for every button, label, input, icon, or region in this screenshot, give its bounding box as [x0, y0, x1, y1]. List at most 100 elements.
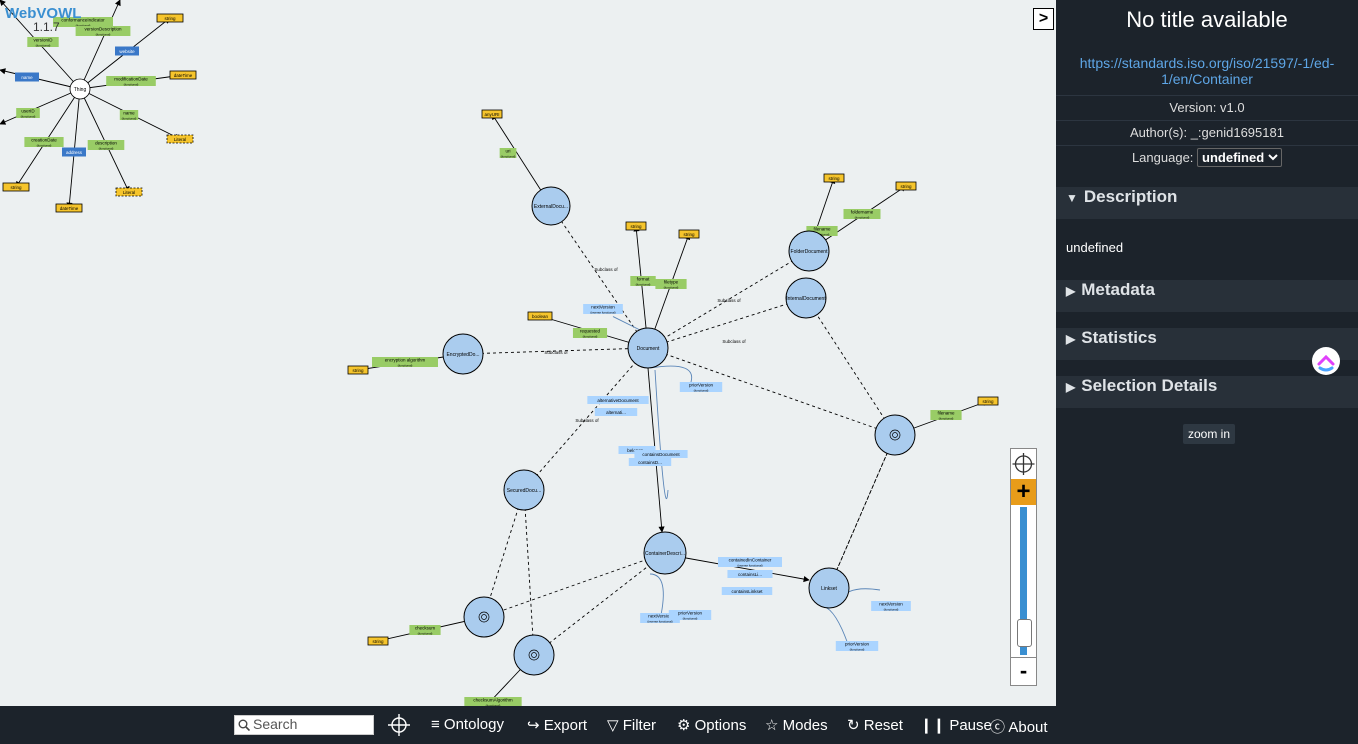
menu-options[interactable]: ⚙ Options [677, 716, 746, 734]
class-node-Anon3[interactable] [513, 634, 555, 676]
thing-datatype-5[interactable]: dateTime [55, 203, 83, 213]
section-statistics-header[interactable]: ▶Statistics [1056, 328, 1358, 360]
data-property-8[interactable]: checksum(functional) [409, 625, 441, 636]
language-select[interactable]: undefined [1197, 148, 1283, 167]
menu-filter[interactable]: ▽ Filter [607, 716, 656, 734]
class-node-Document[interactable]: Document [627, 327, 669, 369]
ontology-graph[interactable]: conformanceIndicator(functional)versionD… [0, 0, 1056, 706]
thing-datatype-4[interactable]: string [2, 182, 30, 192]
thing-property-2[interactable]: versionID(functional) [27, 37, 59, 48]
data-property-2[interactable]: filetype(functional) [655, 279, 687, 290]
datatype-5[interactable]: boolean [527, 311, 553, 321]
zoom-slider-track[interactable] [1020, 507, 1027, 655]
menu-export[interactable]: ↪ Export [527, 716, 587, 734]
object-property-2[interactable]: alternati... [594, 408, 638, 416]
data-property-5[interactable]: requested(functional) [572, 328, 608, 339]
thing-datatype-0[interactable]: dateTime [169, 70, 197, 80]
object-property-7[interactable]: containedInContainer(inverse functional) [718, 557, 782, 568]
class-node-InternalDocument[interactable]: InternalDocument [785, 277, 827, 319]
thing-property-4[interactable]: name [15, 72, 39, 82]
datatype-3[interactable]: string [823, 173, 845, 183]
data-property-1[interactable]: format(functional) [630, 276, 656, 287]
subclass-edge [462, 347, 649, 355]
object-property-8[interactable]: containsLi... [727, 570, 773, 578]
subclass-label-1: Subclass of [717, 298, 741, 303]
thing-datatype-0-box [169, 70, 197, 80]
datatype-0-box [481, 109, 503, 119]
section-description-header[interactable]: ▼Description [1056, 187, 1358, 219]
graph-canvas[interactable]: conformanceIndicator(functional)versionD… [0, 0, 1056, 706]
zoom-slider-handle[interactable] [1017, 619, 1032, 648]
thing-property-8[interactable]: creationDate(functional) [24, 137, 64, 148]
datatype-1[interactable]: string [625, 221, 647, 231]
thing-datatype-1[interactable]: string [156, 13, 184, 23]
class-node-FolderDocument[interactable]: FolderDocument [788, 230, 830, 272]
datatype-6[interactable]: string [347, 365, 369, 375]
object-property-5-box [628, 458, 672, 466]
menu-ontology[interactable]: ≡ Ontology [431, 716, 504, 733]
datatype-4[interactable]: string [895, 181, 917, 191]
menu-reset[interactable]: ↻ Reset [847, 716, 903, 734]
object-property-6[interactable]: priorVersion(functional) [679, 382, 723, 393]
thing-property-0[interactable]: conformanceIndicator(functional) [53, 17, 113, 28]
class-node-SecuredDocument[interactable]: SecuredDocu... [503, 469, 545, 511]
zoom-out-button[interactable]: - [1011, 657, 1036, 686]
datatype-7[interactable]: string [977, 396, 999, 406]
data-property-0[interactable]: uri(functional) [499, 148, 517, 159]
object-property-5[interactable]: containsD... [628, 458, 672, 466]
object-property-9[interactable]: containsLinkset [721, 587, 773, 595]
ontology-authors: Author(s): _:genid1695181 [1056, 120, 1358, 145]
datatype-8[interactable]: string [367, 636, 389, 646]
sidebar-toggle-button[interactable]: > [1033, 8, 1054, 30]
class-node-ExternalDocument[interactable]: ExternalDocu... [531, 186, 571, 226]
data-property-9[interactable]: checksumAlgorithm(functional) [464, 697, 522, 706]
class-node-Anon1[interactable] [874, 414, 916, 456]
thing-property-0-box [53, 17, 113, 27]
object-property-6-label: priorVersion [689, 383, 714, 388]
menu-modes[interactable]: ☆ Modes [765, 716, 828, 734]
clickup-extension-icon[interactable] [1312, 347, 1340, 375]
search-input[interactable]: Search [234, 715, 374, 735]
class-node-EncryptedDocument[interactable]: EncryptedDo... [442, 333, 484, 375]
object-property-0[interactable]: nextVersion(inverse functional) [583, 304, 623, 315]
zoom-in-button[interactable]: + [1011, 479, 1036, 505]
thing-datatype-3[interactable]: Literal [115, 187, 143, 197]
data-property-3[interactable]: filename(functional) [806, 226, 838, 237]
object-property-10[interactable]: nextVersion(functional) [871, 601, 911, 612]
data-property-6[interactable]: encryption algorithm(functional) [372, 357, 438, 368]
datatype-2[interactable]: string [678, 229, 700, 239]
object-property-13[interactable]: priorVersion(functional) [668, 610, 712, 621]
restriction-edge [483, 552, 666, 618]
object-property-4[interactable]: containsDocument [634, 450, 688, 458]
subclass-edge [647, 297, 807, 349]
thing-node[interactable]: Thing [69, 78, 91, 100]
thing-property-1[interactable]: versionDescription(functional) [75, 26, 131, 37]
thing-property-10[interactable]: address [62, 147, 86, 157]
ontology-iri-link[interactable]: https://standards.iso.org/iso/21597/-1/e… [1079, 55, 1335, 87]
data-property-8-label: (functional) [418, 632, 433, 636]
menu-about[interactable]: ⓒ About [990, 716, 1048, 737]
thing-property-3[interactable]: website [115, 46, 139, 56]
center-graph-button[interactable] [1011, 451, 1036, 477]
data-property-4-box [843, 209, 881, 219]
datatype-0[interactable]: anyURI [481, 109, 503, 119]
object-property-11[interactable]: priorVersion(functional) [835, 641, 879, 652]
object-property-1[interactable]: alternativeDocument [587, 396, 649, 404]
data-property-4[interactable]: foldername(functional) [843, 209, 881, 220]
menu-pause[interactable]: ❙❙ Pause [920, 716, 992, 734]
data-property-7[interactable]: filename(functional) [930, 410, 962, 421]
thing-property-5[interactable]: modificationDate(functional) [106, 76, 156, 87]
section-metadata-header[interactable]: ▶Metadata [1056, 280, 1358, 312]
class-node-Anon2[interactable] [463, 596, 505, 638]
thing-property-6[interactable]: userID(functional) [16, 108, 40, 119]
section-selection-details-header[interactable]: ▶Selection Details [1056, 376, 1358, 408]
thing-property-9[interactable]: description(functional) [87, 140, 125, 151]
object-property-12[interactable]: nextVersion(inverse functional) [640, 613, 680, 624]
thing-datatype-2[interactable]: Literal [166, 134, 194, 144]
section-statistics-label: Statistics [1081, 328, 1157, 347]
data-property-7-label: (functional) [939, 417, 954, 421]
locate-button[interactable] [388, 714, 410, 740]
class-node-ContainerDescription[interactable]: ContainerDescri... [643, 531, 687, 575]
thing-property-7[interactable]: name(functional) [119, 110, 139, 121]
class-node-Linkset[interactable]: Linkset [808, 567, 850, 609]
